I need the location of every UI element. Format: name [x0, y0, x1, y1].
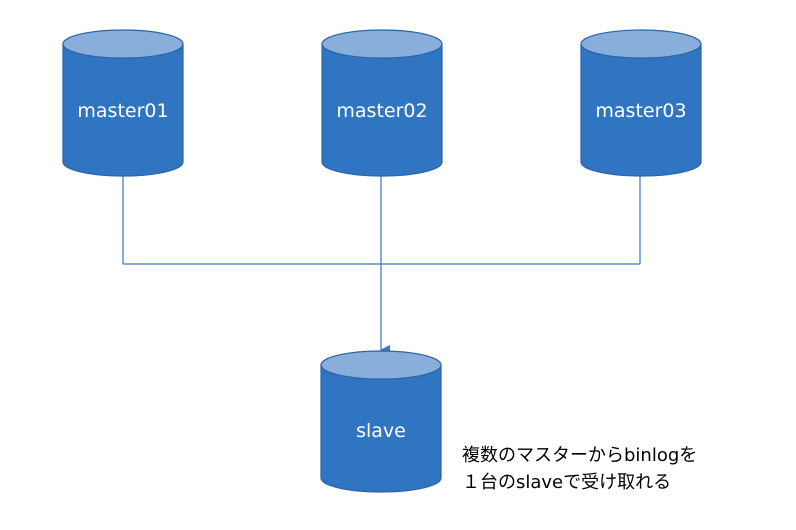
- master03-label: master03: [595, 100, 686, 122]
- slave-cylinder-body: [320, 364, 442, 493]
- annotation-note: 複数のマスターからbinlogを １台のslaveで受け取れる: [462, 445, 697, 493]
- master03-cylinder-body: [580, 43, 702, 177]
- note-line-2: １台のslaveで受け取れる: [462, 472, 671, 493]
- connector-lines: [122, 176, 641, 355]
- note-line-1: 複数のマスターからbinlogを: [462, 445, 697, 466]
- master02-cylinder-top: [321, 29, 443, 59]
- slave-label: slave: [356, 420, 406, 442]
- master01-cylinder-top: [62, 29, 184, 59]
- master01-label: master01: [77, 100, 168, 122]
- master03-cylinder-top: [580, 29, 702, 59]
- master01-cylinder: master01: [62, 29, 184, 177]
- master02-cylinder: master02: [321, 29, 443, 177]
- slave-cylinder-top: [320, 350, 442, 380]
- master03-cylinder: master03: [580, 29, 702, 177]
- slave-cylinder: slave: [320, 350, 442, 493]
- master02-cylinder-body: [321, 43, 443, 177]
- master01-cylinder-body: [62, 43, 184, 177]
- master02-label: master02: [336, 100, 427, 122]
